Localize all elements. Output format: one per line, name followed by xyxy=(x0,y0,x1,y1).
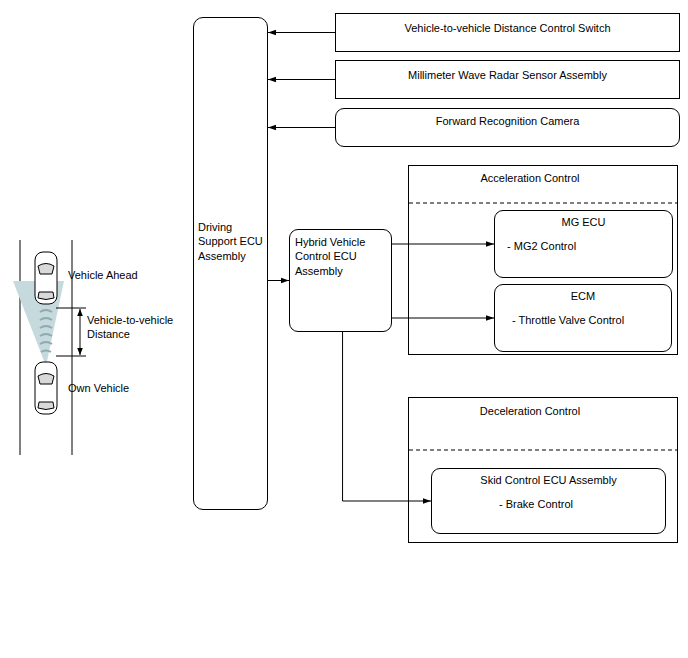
dashed-divider xyxy=(409,203,677,450)
node-function: - MG2 Control xyxy=(507,239,668,253)
input-box: Forward Recognition Camera xyxy=(335,108,680,147)
vehicle-ahead xyxy=(35,252,57,304)
input-box: Millimeter Wave Radar Sensor Assembly xyxy=(335,60,680,99)
signal-arrow xyxy=(268,280,289,281)
node-function: - Brake Control xyxy=(499,497,661,511)
signal-arrow xyxy=(268,127,335,128)
signal-arrow xyxy=(343,332,431,501)
illustration-label: Own Vehicle xyxy=(68,381,129,395)
node-function: - Throttle Valve Control xyxy=(512,313,667,327)
ecu-box: MG ECU - MG2 Control xyxy=(494,210,673,278)
ecu-box: ECM - Throttle Valve Control xyxy=(494,284,672,352)
node-title: ECM xyxy=(499,289,667,303)
signal-arrow xyxy=(268,32,335,33)
node-title: Millimeter Wave Radar Sensor Assembly xyxy=(340,68,675,82)
control-group: Deceleration ControlSkid Control ECU Ass… xyxy=(408,397,678,543)
ecu-box: Hybrid Vehicle Control ECU Assembly xyxy=(289,229,392,332)
node-title: Skid Control ECU Assembly xyxy=(436,473,661,487)
illustration-label: Vehicle-to-vehicle Distance xyxy=(87,313,185,342)
node-title: Driving Support ECU Assembly xyxy=(198,220,264,263)
node-title: Forward Recognition Camera xyxy=(340,114,675,128)
node-title: Hybrid Vehicle Control ECU Assembly xyxy=(295,235,388,278)
signal-arrow xyxy=(268,79,335,80)
ecu-box: Skid Control ECU Assembly - Brake Control xyxy=(431,468,666,534)
node-title: Acceleration Control xyxy=(413,171,647,185)
illustration-label: Vehicle Ahead xyxy=(68,268,138,282)
distance-bracket xyxy=(56,308,86,356)
control-group: Acceleration Control MG ECU - MG2 ControlE… xyxy=(408,165,678,355)
own-vehicle xyxy=(35,362,57,414)
node-title: MG ECU xyxy=(499,215,668,229)
ecu-box: Driving Support ECU Assembly xyxy=(193,17,268,510)
input-box: Vehicle-to-vehicle Distance Control Swit… xyxy=(335,13,680,52)
node-title: Deceleration Control xyxy=(413,404,647,418)
radar-waves xyxy=(40,310,52,352)
node-title: Vehicle-to-vehicle Distance Control Swit… xyxy=(340,21,675,35)
